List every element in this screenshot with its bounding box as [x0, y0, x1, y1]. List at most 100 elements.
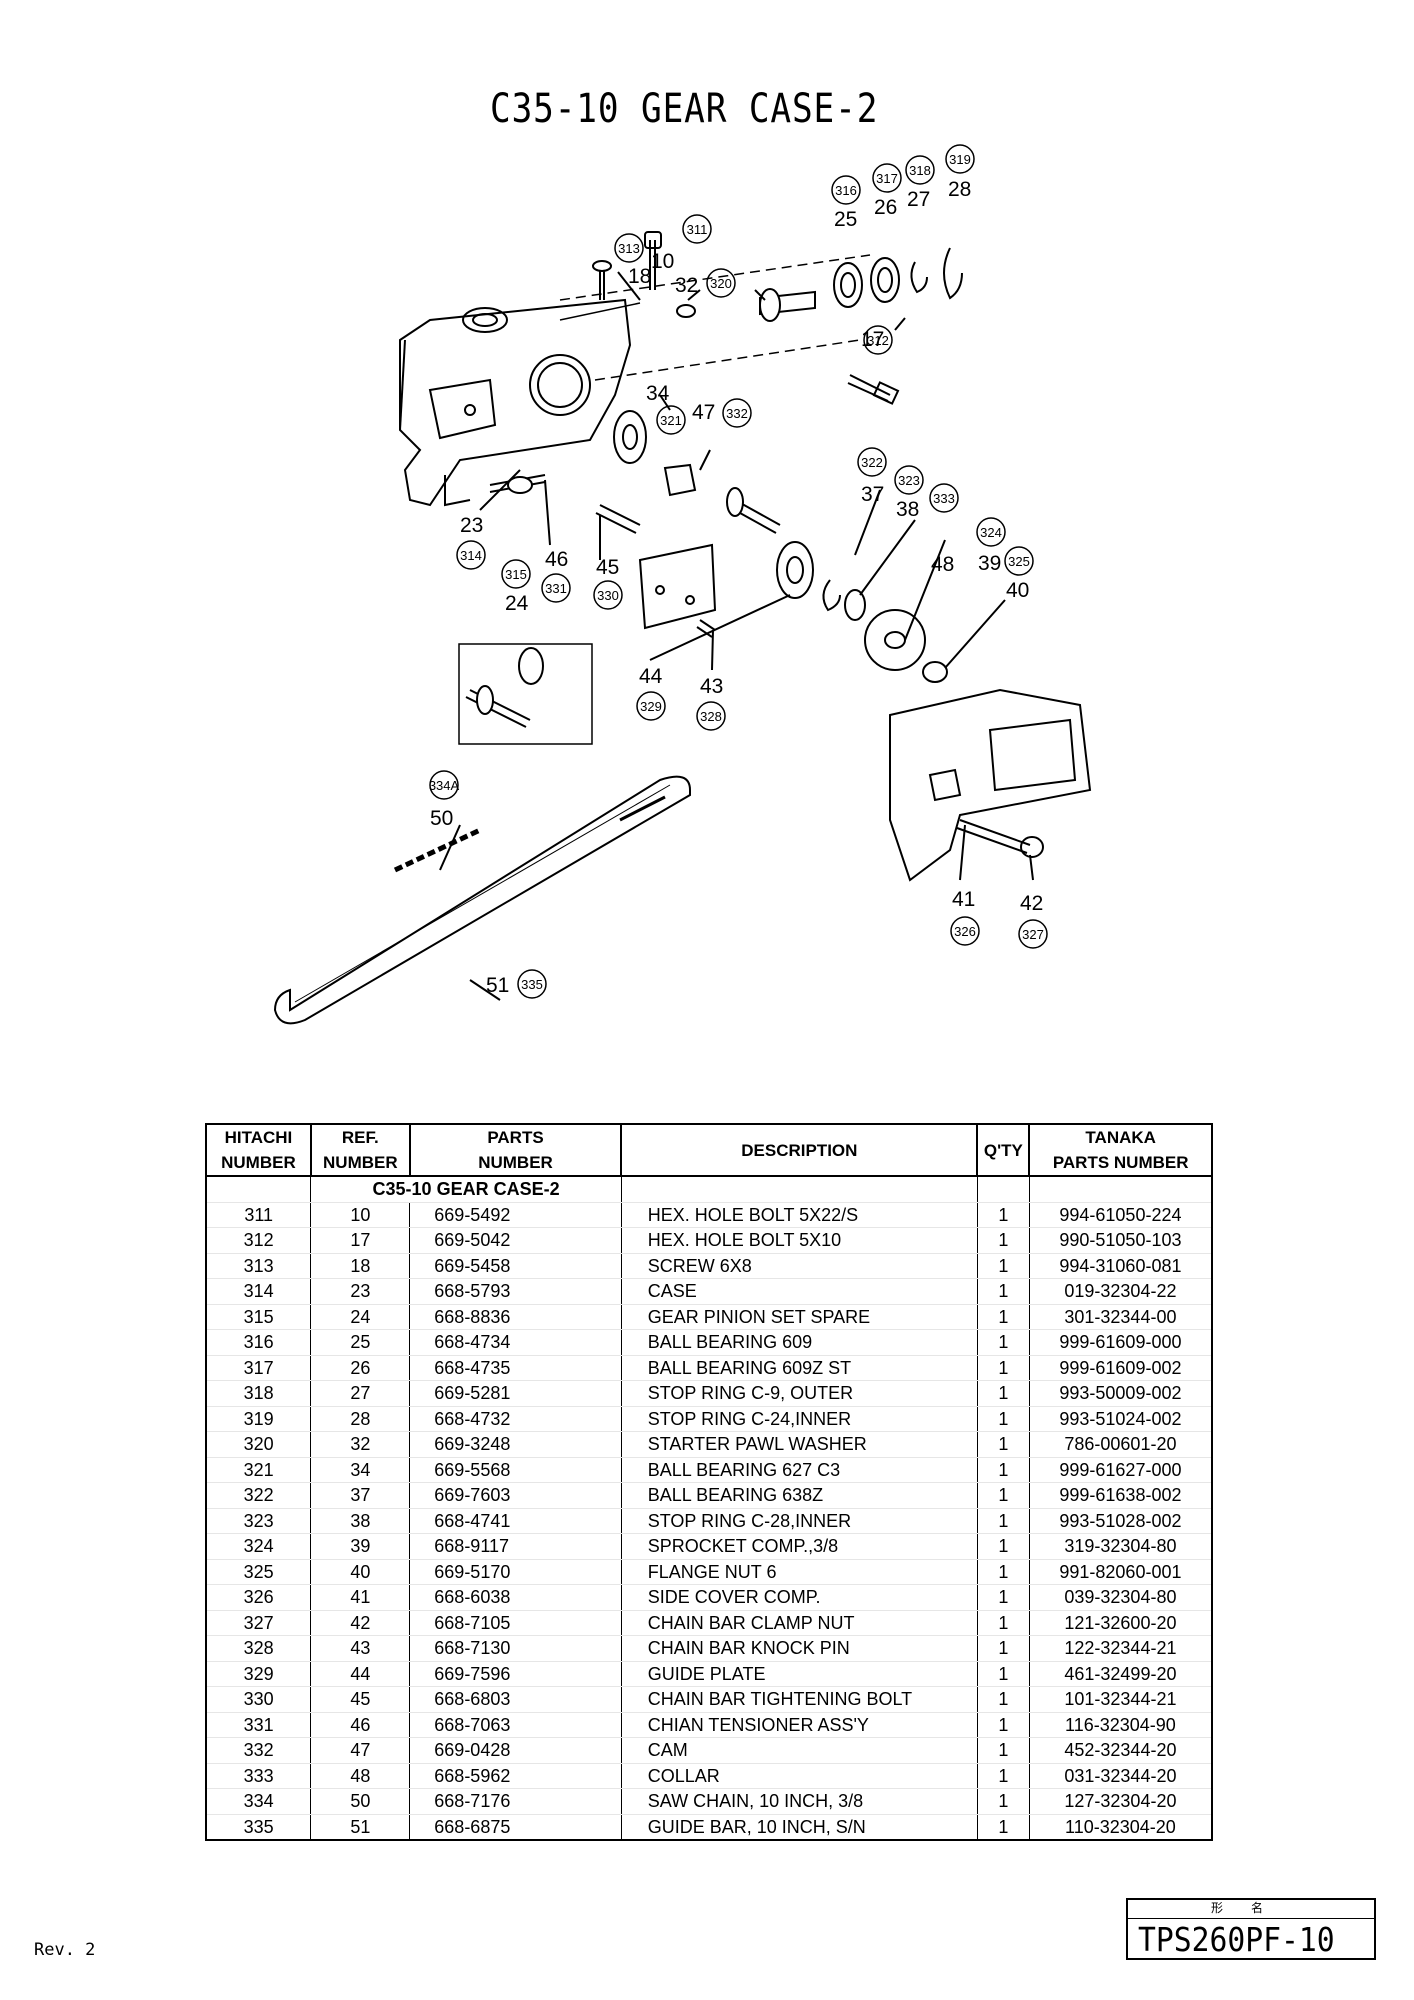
hitachi-number-cell: 311	[205, 1202, 312, 1228]
parts-number-cell: 668-7105	[409, 1610, 622, 1636]
description-cell: STARTER PAWL WASHER	[620, 1431, 978, 1458]
ref-number-cell: 48	[310, 1763, 411, 1789]
description-cell: SPROCKET COMP.,3/8	[620, 1533, 978, 1560]
description-cell: BALL BEARING 609Z ST	[620, 1355, 978, 1381]
ref-number-cell: 25	[310, 1329, 411, 1356]
header-tanaka-number: TANAKA PARTS NUMBER	[1028, 1123, 1213, 1177]
tanaka-number-cell: 039-32304-80	[1028, 1584, 1213, 1611]
qty-cell: 1	[976, 1431, 1030, 1458]
description-cell: FLANGE NUT 6	[620, 1559, 978, 1585]
hitachi-number-cell: 328	[205, 1635, 312, 1662]
description-cell: HEX. HOLE BOLT 5X22/S	[620, 1202, 978, 1228]
parts-number-cell: 669-5170	[409, 1559, 622, 1585]
model-label: 形名	[1128, 1900, 1374, 1919]
description-cell: SAW CHAIN, 10 INCH, 3/8	[620, 1788, 978, 1815]
hitachi-number-cell: 319	[205, 1406, 312, 1432]
description-cell: SCREW 6X8	[620, 1253, 978, 1279]
callout-ref: 38	[896, 498, 919, 521]
ref-number-cell: 47	[310, 1737, 411, 1764]
ref-number-cell: 23	[310, 1278, 411, 1305]
qty-cell: 1	[976, 1457, 1030, 1483]
circled-number-group	[429, 144, 1048, 999]
qty-cell: 1	[976, 1304, 1030, 1330]
callout-ref: 44	[639, 665, 663, 688]
parts-number-cell: 668-4741	[409, 1508, 622, 1534]
tanaka-number-cell: 994-61050-224	[1028, 1202, 1213, 1228]
callout-ref: 37	[861, 483, 884, 506]
description-cell: STOP RING C-9, OUTER	[620, 1380, 978, 1407]
qty-cell: 1	[976, 1559, 1030, 1585]
parts-number-cell: 668-6875	[409, 1814, 622, 1841]
callout-circle: 330	[597, 588, 619, 603]
qty-cell: 1	[976, 1278, 1030, 1305]
qty-cell: 1	[976, 1253, 1030, 1279]
parts-table: HITACHI NUMBER REF. NUMBER PARTS NUMBER …	[205, 1123, 1213, 1841]
qty-cell: 1	[976, 1584, 1030, 1611]
qty-cell: 1	[976, 1814, 1030, 1841]
description-cell: CASE	[620, 1278, 978, 1305]
parts-number-cell: 668-6803	[409, 1686, 622, 1713]
qty-cell: 1	[976, 1712, 1030, 1738]
parts-number-cell: 668-4735	[409, 1355, 622, 1381]
ref-number-cell: 42	[310, 1610, 411, 1636]
description-cell: BALL BEARING 627 C3	[620, 1457, 978, 1483]
ref-number-cell: 26	[310, 1355, 411, 1381]
header-line: REF.	[341, 1128, 379, 1147]
callout-circle: 329	[640, 699, 662, 714]
ref-number-cell: 28	[310, 1406, 411, 1432]
table-header-row: HITACHI NUMBER REF. NUMBER PARTS NUMBER …	[205, 1123, 1213, 1177]
ref-number-cell: 40	[310, 1559, 411, 1585]
callout-ref: 41	[952, 888, 975, 911]
header-hitachi-number: HITACHI NUMBER	[205, 1123, 312, 1177]
description-cell: SIDE COVER COMP.	[620, 1584, 978, 1611]
description-cell: GUIDE BAR, 10 INCH, S/N	[620, 1814, 978, 1841]
ref-number-cell: 38	[310, 1508, 411, 1534]
qty-cell: 1	[976, 1329, 1030, 1356]
tanaka-number-cell: 319-32304-80	[1028, 1533, 1213, 1560]
parts-number-cell: 668-4732	[409, 1406, 622, 1432]
parts-number-cell: 669-5042	[409, 1227, 622, 1254]
hitachi-number-cell: 330	[205, 1686, 312, 1713]
ref-number-cell: 46	[310, 1712, 411, 1738]
qty-cell: 1	[976, 1508, 1030, 1534]
callout-circle: 318	[909, 163, 931, 178]
callout-circle: 333	[933, 491, 955, 506]
tanaka-number-cell: 990-51050-103	[1028, 1227, 1213, 1254]
callout-ref: 28	[948, 178, 971, 201]
table-cell	[205, 1176, 312, 1203]
hitachi-number-cell: 323	[205, 1508, 312, 1534]
callout-ref: 18	[628, 265, 651, 288]
description-cell: CHAIN BAR CLAMP NUT	[620, 1610, 978, 1636]
tanaka-number-cell: 116-32304-90	[1028, 1712, 1213, 1738]
callout-ref: 27	[907, 188, 930, 211]
tanaka-number-cell: 786-00601-20	[1028, 1431, 1213, 1458]
tanaka-number-cell: 127-32304-20	[1028, 1788, 1213, 1815]
ref-number-cell: 50	[310, 1788, 411, 1815]
model-number: TPS260PF-10	[1138, 1920, 1335, 1959]
parts-number-cell: 668-4734	[409, 1329, 622, 1356]
qty-cell: 1	[976, 1202, 1030, 1228]
ref-number-cell: 41	[310, 1584, 411, 1611]
hitachi-number-cell: 332	[205, 1737, 312, 1764]
ref-number-cell: 39	[310, 1533, 411, 1560]
hitachi-number-cell: 320	[205, 1431, 312, 1458]
tanaka-number-cell: 122-32344-21	[1028, 1635, 1213, 1662]
hitachi-number-cell: 317	[205, 1355, 312, 1381]
ref-number-cell: 27	[310, 1380, 411, 1407]
callout-circle: 316	[835, 183, 857, 198]
ref-number-cell: 34	[310, 1457, 411, 1483]
description-cell: STOP RING C-28,INNER	[620, 1508, 978, 1534]
callout-circle: 311	[687, 222, 708, 237]
hitachi-number-cell: 315	[205, 1304, 312, 1330]
qty-cell: 1	[976, 1788, 1030, 1815]
callout-circle: 332	[726, 406, 748, 421]
